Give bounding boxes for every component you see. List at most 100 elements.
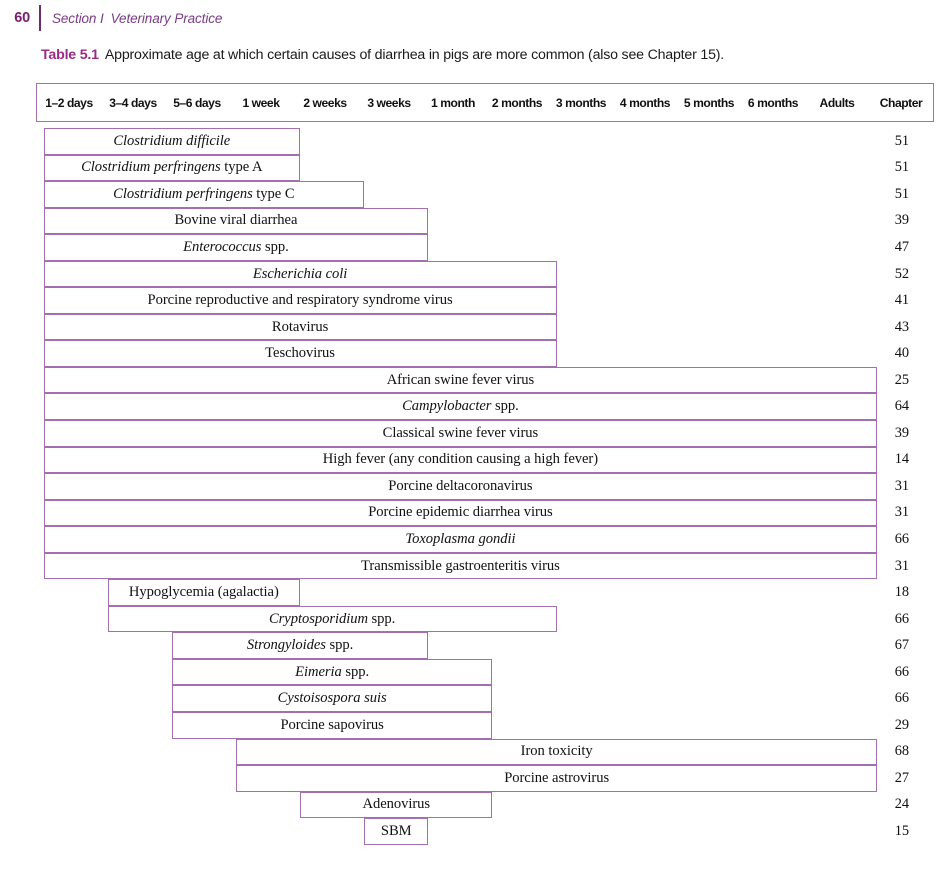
table-row: Campylobacter spp.64 — [36, 393, 934, 421]
age-range-bar: Toxoplasma gondii — [43, 526, 878, 553]
cause-label: African swine fever virus — [386, 371, 535, 388]
cause-label: Rotavirus — [271, 318, 329, 335]
chapter-number: 43 — [894, 318, 910, 335]
cause-label: Eimeria spp. — [295, 663, 370, 680]
chapter-number: 66 — [894, 610, 910, 627]
age-range-bar: Adenovirus — [300, 791, 493, 819]
column-header-11: 6 months — [747, 95, 799, 110]
age-range-bar: Escherichia coli — [43, 260, 557, 288]
chapter-number: 39 — [894, 212, 910, 229]
chapter-number: 66 — [894, 530, 910, 547]
chapter-number: 52 — [894, 265, 910, 282]
table-row: Clostridium perfringens type C 51 — [36, 181, 934, 208]
running-head-section: Section I — [52, 10, 104, 26]
age-range-bar: Transmissible gastroenteritis virus — [43, 552, 878, 580]
column-header-2: 5–6 days — [173, 95, 221, 110]
table-row: Strongyloides spp. 67 — [36, 632, 934, 659]
age-range-bar: Cryptosporidium spp. — [107, 605, 557, 633]
age-range-bar: Bovine viral diarrhea — [43, 207, 429, 235]
cause-label: Toxoplasma gondii — [405, 530, 516, 547]
table-row: High fever (any condition causing a high… — [36, 446, 934, 474]
age-range-bar: Clostridium difficile — [43, 128, 301, 155]
table-row: Porcine deltacoronavirus 31 — [36, 473, 934, 500]
age-range-bar: Campylobacter spp. — [43, 393, 878, 421]
table-caption-text: Approximate age at which certain causes … — [104, 47, 725, 63]
cause-label: Classical swine fever virus — [382, 424, 539, 441]
age-range-bar: Porcine astrovirus — [235, 765, 878, 792]
chapter-number: 24 — [894, 796, 910, 813]
table-row: Enterococcus spp. 47 — [36, 234, 934, 261]
age-range-bar: Iron toxicity — [235, 738, 878, 766]
table-row: Adenovirus 24 — [36, 791, 934, 819]
chapter-number: 31 — [894, 477, 910, 494]
table-row: Cryptosporidium spp. 66 — [36, 605, 934, 633]
table-row: Porcine astrovirus 27 — [36, 765, 934, 792]
cause-label: Porcine epidemic diarrhea virus — [368, 504, 553, 521]
cause-label: Iron toxicity — [520, 743, 593, 760]
table-caption-label: Table 5.1 — [41, 47, 99, 63]
chapter-number: 31 — [894, 557, 910, 574]
cause-label: Porcine reproductive and respiratory syn… — [147, 292, 453, 309]
table-row: Porcine epidemic diarrhea virus 31 — [36, 499, 934, 527]
cause-label: Clostridium perfringens type A — [81, 159, 263, 176]
chapter-number: 27 — [894, 769, 910, 786]
age-range-bar: Porcine epidemic diarrhea virus — [43, 499, 878, 527]
table-row: Toxoplasma gondii 66 — [36, 526, 934, 553]
chapter-number: 25 — [894, 371, 910, 388]
cause-label: Transmissible gastroenteritis virus — [361, 557, 560, 574]
column-header-0: 1–2 days — [45, 95, 93, 110]
age-range-bar: Porcine deltacoronavirus — [43, 473, 878, 500]
running-head-divider — [39, 5, 41, 31]
table-row: Escherichia coli 52 — [36, 260, 934, 288]
age-range-bar: Eimeria spp. — [171, 658, 493, 686]
cause-label: Hypoglycemia (agalactia) — [128, 584, 279, 601]
age-range-bar: Porcine reproductive and respiratory syn… — [43, 287, 557, 314]
table-row: Rotavirus 43 — [36, 313, 934, 341]
cause-label: Cryptosporidium spp. — [268, 610, 396, 627]
table-row: Cystoisospora suis 66 — [36, 685, 934, 713]
cause-label: Campylobacter spp. — [402, 398, 519, 415]
age-range-bar: Enterococcus spp. — [43, 234, 429, 261]
column-header-9: 4 months — [619, 95, 671, 110]
cause-label: Strongyloides spp. — [246, 637, 354, 654]
cause-label: Teschovirus — [265, 345, 335, 362]
chapter-number: 15 — [894, 822, 910, 839]
chapter-number: 31 — [894, 504, 910, 521]
cause-label: Porcine sapovirus — [280, 716, 384, 733]
cause-label: SBM — [380, 822, 412, 839]
chapter-number: 18 — [894, 584, 910, 601]
cause-label: Clostridium perfringens type C — [113, 185, 295, 202]
cause-label: Adenovirus — [362, 796, 431, 813]
cause-label: Cystoisospora suis — [277, 690, 387, 707]
column-header-10: 5 months — [683, 95, 735, 110]
chapter-number: 51 — [894, 185, 910, 202]
running-head-title: Veterinary Practice — [110, 10, 223, 26]
cause-label: High fever (any condition causing a high… — [322, 451, 599, 468]
column-header-4: 2 weeks — [303, 95, 347, 110]
page-number: 60 — [14, 10, 30, 26]
age-range-bar: Classical swine fever virus — [43, 420, 878, 447]
column-header-3: 1 week — [242, 95, 280, 110]
cause-label: Clostridium difficile — [113, 132, 231, 149]
chapter-number: 41 — [894, 292, 910, 309]
age-range-bar: African swine fever virus — [43, 366, 878, 394]
age-range-bar: Rotavirus — [43, 313, 557, 341]
chapter-number: 47 — [894, 238, 910, 255]
column-header-6: 1 month — [431, 95, 475, 110]
chapter-number: 66 — [894, 663, 910, 680]
age-range-bar: Porcine sapovirus — [171, 712, 493, 739]
table-row: Bovine viral diarrhea 39 — [36, 207, 934, 235]
chapter-number: 67 — [894, 637, 910, 654]
column-header-12: Adults — [819, 95, 855, 110]
age-range-bar: Strongyloides spp. — [171, 632, 429, 659]
table-row: Hypoglycemia (agalactia) 18 — [36, 579, 934, 606]
cause-label: Escherichia coli — [252, 265, 348, 282]
column-header-13: Chapter — [879, 95, 923, 110]
chapter-number: 66 — [894, 690, 910, 707]
